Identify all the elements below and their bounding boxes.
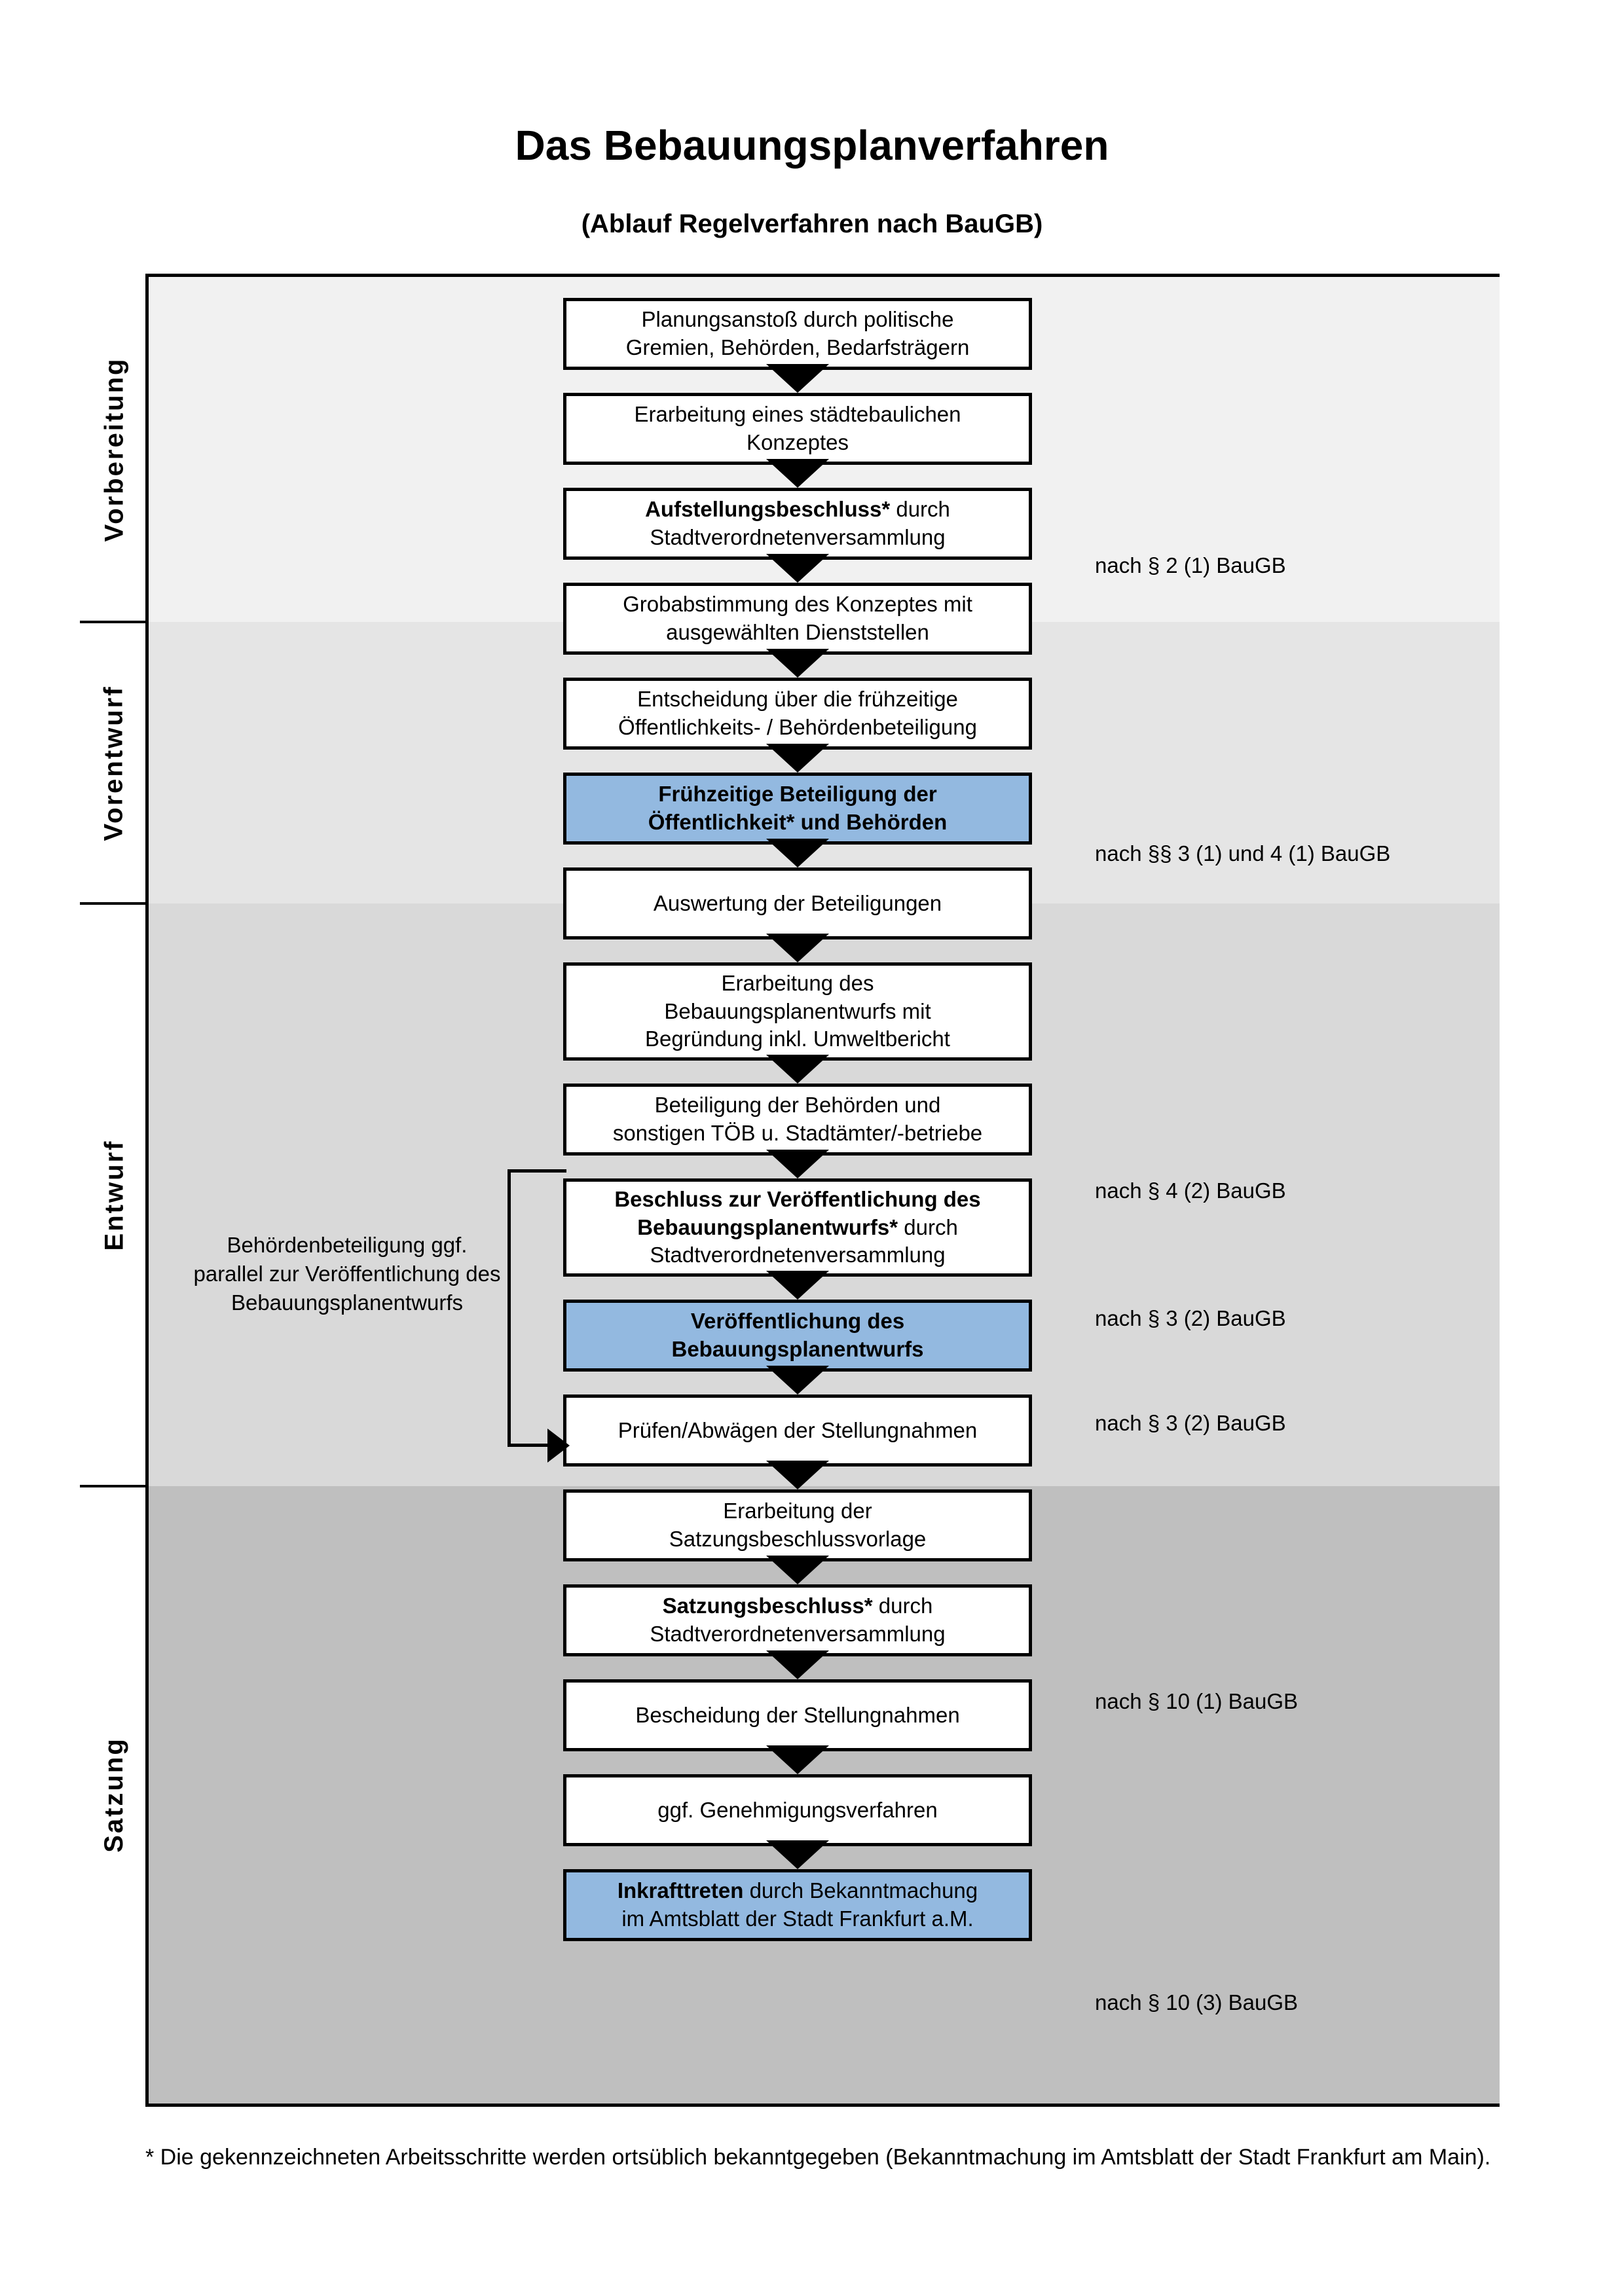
sidenote-behoerdenbeteiligung: Behördenbeteiligung ggf. parallel zur Ve…	[193, 1233, 501, 1315]
page-subtitle: (Ablauf Regelverfahren nach BauGB)	[581, 210, 1043, 238]
process-box-beschluss-veroeffentlichung[interactable]: Beschluss zur Veröffentlichung des Bebau…	[563, 1178, 1032, 1277]
phase-label-text: Satzung	[100, 1737, 129, 1853]
reference-par-2-1: nach § 2 (1) BauGB	[1095, 553, 1286, 577]
phase-divider-2	[80, 902, 149, 905]
phase-label-text: Entwurf	[100, 1139, 128, 1250]
reference-par-10-1: nach § 10 (1) BauGB	[1095, 1689, 1299, 1713]
box-text: Prüfen/Abwägen der Stellungnahmen	[618, 1417, 978, 1442]
reference-par-3-2-second: nach § 3 (2) BauGB	[1095, 1411, 1286, 1435]
flow-arrow-icon	[766, 744, 829, 773]
box-text: Bescheidung der Stellungnahmen	[635, 1702, 960, 1727]
flow-arrow-icon	[766, 1366, 829, 1394]
phase-label-column	[80, 274, 149, 2107]
flow-arrow-icon	[766, 1150, 829, 1178]
phase-label-satzung: Satzung	[80, 1486, 149, 2104]
box-text: Auswertung der Beteiligungen	[653, 890, 942, 915]
process-box-bescheidung[interactable]: Bescheidung der Stellungnahmen	[563, 1679, 1032, 1751]
flow-arrow-icon	[766, 1461, 829, 1489]
flow-arrow-icon	[766, 649, 829, 678]
process-box-genehmigungsverfahren[interactable]: ggf. Genehmigungsverfahren	[563, 1774, 1032, 1846]
reference-par-10-3: nach § 10 (3) BauGB	[1095, 1990, 1299, 2014]
reference-par-3-2-first: nach § 3 (2) BauGB	[1095, 1306, 1286, 1330]
flow-arrow-icon	[766, 1745, 829, 1774]
flow-arrow-icon	[766, 459, 829, 488]
flow-arrow-icon	[766, 1650, 829, 1679]
flow-arrow-icon	[766, 1055, 829, 1084]
loopback-line-bottom	[507, 1444, 549, 1447]
phase-label-entwurf: Entwurf	[80, 903, 149, 1486]
flow-arrow-icon	[766, 839, 829, 867]
phase-label-vorentwurf: Vorentwurf	[80, 622, 149, 903]
reference-par-4-2: nach § 4 (2) BauGB	[1095, 1178, 1286, 1203]
flow-arrow-icon	[766, 364, 829, 393]
process-box-auswertung[interactable]: Auswertung der Beteiligungen	[563, 867, 1032, 939]
phase-label-text: Vorbereitung	[100, 357, 128, 542]
phase-label-vorbereitung: Vorbereitung	[80, 277, 149, 622]
reference-par-3-1-4-1: nach §§ 3 (1) und 4 (1) BauGB	[1095, 841, 1391, 866]
phase-label-text: Vorentwurf	[100, 684, 128, 841]
page-title: Das Bebauungsplanverfahren	[515, 122, 1109, 169]
phase-divider-1	[80, 621, 149, 623]
flow-arrow-icon	[766, 934, 829, 962]
process-box-pruefen-abwaegen[interactable]: Prüfen/Abwägen der Stellungnahmen	[563, 1394, 1032, 1467]
box-text: ggf. Genehmigungsverfahren	[657, 1797, 938, 1822]
flow-arrow-icon	[766, 1840, 829, 1869]
loopback-arrowhead-icon	[547, 1429, 570, 1463]
flow-arrow-icon	[766, 1271, 829, 1300]
flow-arrow-icon	[766, 1556, 829, 1584]
box-text: Beschluss zur Veröffentlichung des Bebau…	[614, 1186, 981, 1267]
phase-divider-3	[80, 1485, 149, 1487]
loopback-line-top	[507, 1169, 566, 1173]
footnote-text: * Die gekennzeichneten Arbeitsschritte w…	[145, 2145, 1491, 2170]
loopback-line-vertical	[507, 1169, 511, 1447]
flow-arrow-icon	[766, 554, 829, 583]
